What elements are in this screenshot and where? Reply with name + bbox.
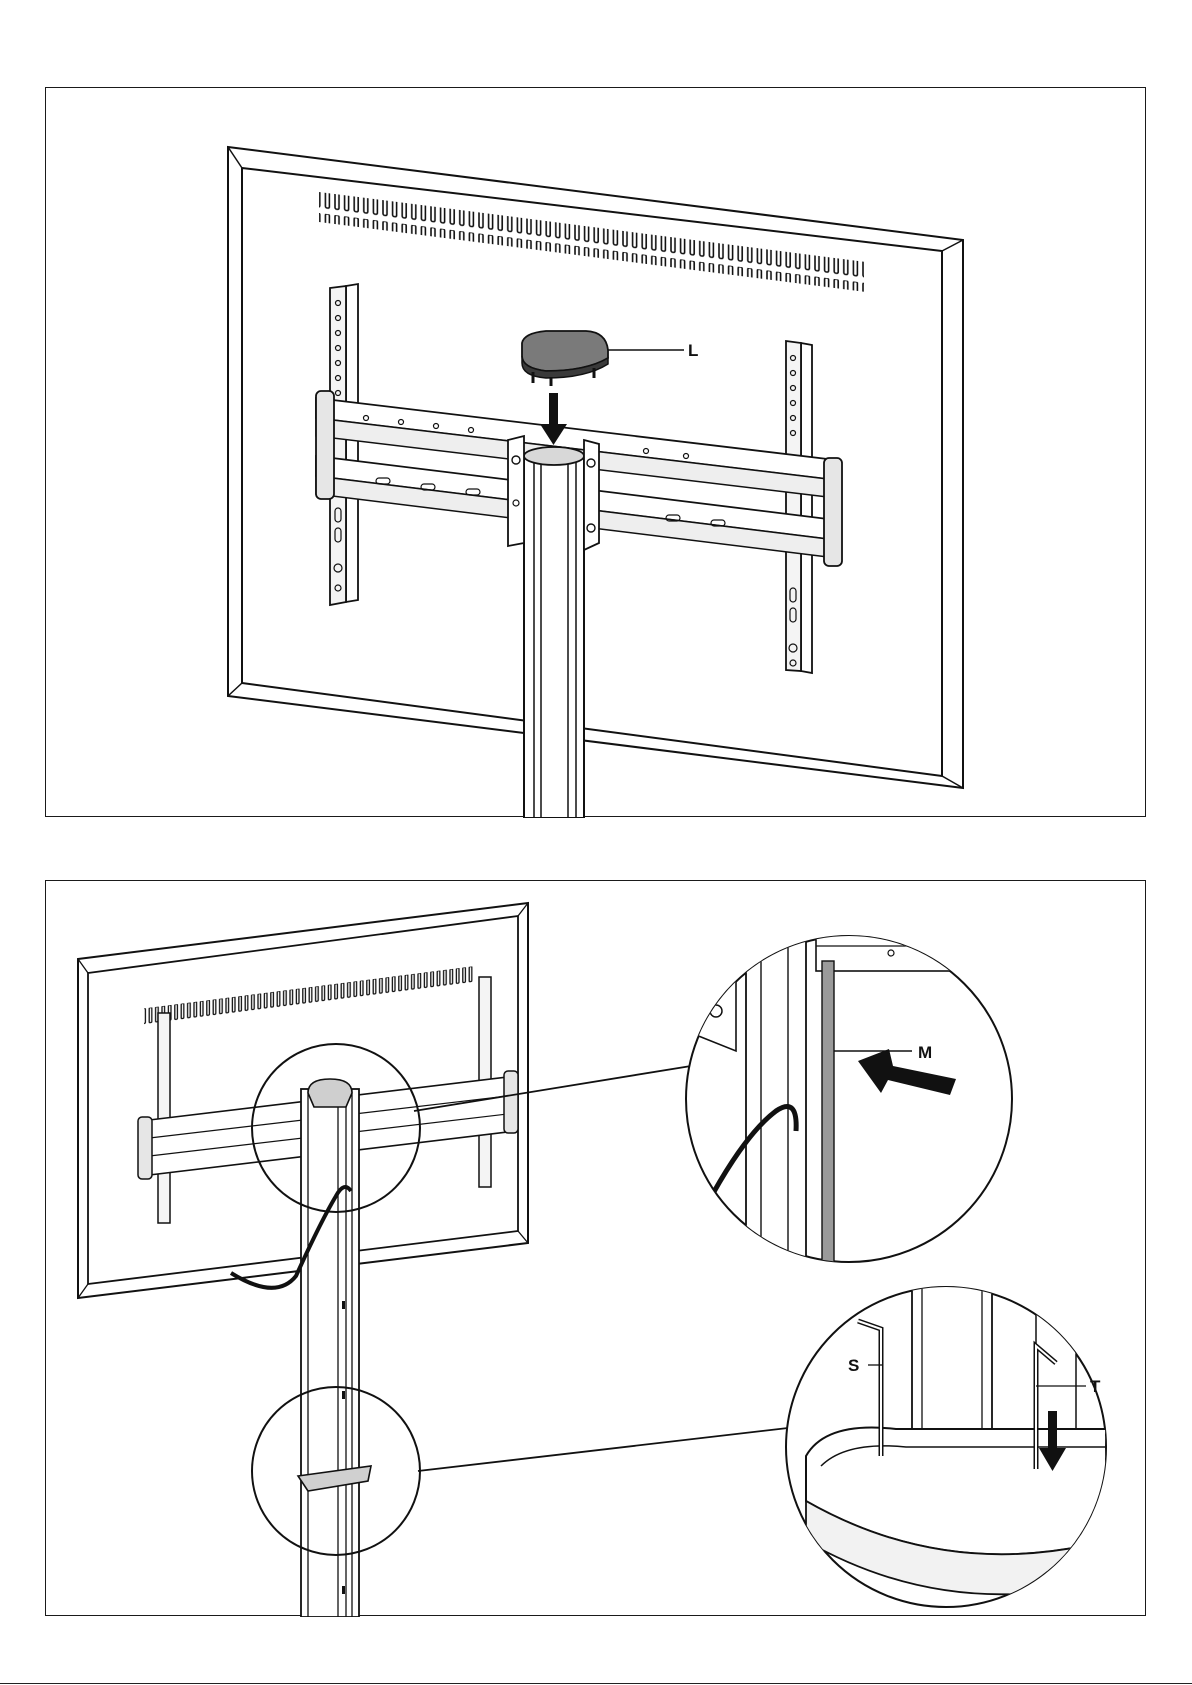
part-label-t: T [1090,1377,1101,1396]
tv-mount-cap-illustration: L [46,88,1147,818]
footer-rule [0,1683,1192,1684]
callout-line-bottom [418,1428,788,1471]
detail-cable-cover [686,919,1012,1282]
step-panel-top: L [45,87,1146,817]
part-label-m: M [918,1043,932,1062]
stand-pole [301,1079,359,1617]
part-label-l: L [688,341,698,360]
part-label-s: S [848,1356,859,1375]
cable-management-illustration: M S T [46,881,1147,1617]
right-vertical-bracket [786,341,812,673]
step-panel-bottom: M S T [45,880,1146,1616]
detail-base-storage [786,1271,1106,1607]
